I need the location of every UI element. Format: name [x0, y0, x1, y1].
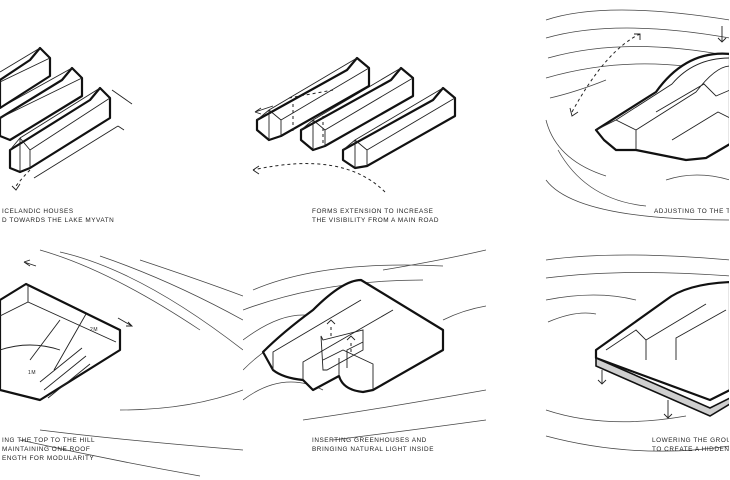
- caption-1: ICELANDIC HOUSES D TOWARDS THE LAKE MYVA…: [2, 207, 114, 225]
- caption-4-line-1: ING THE TOP TO THE HILL: [2, 437, 96, 444]
- height-label-low: 1M: [28, 370, 37, 376]
- diagram-panel-6: LOWERING THE GROUND TO CREATE A HIDDEN D…: [486, 240, 729, 480]
- caption-2-line-1: FORMS EXTENSION TO INCREASE: [312, 208, 434, 215]
- diagram-panel-1: ICELANDIC HOUSES D TOWARDS THE LAKE MYVA…: [0, 0, 243, 240]
- extension-diagram: [252, 56, 457, 193]
- terrain-diagram: [545, 9, 729, 221]
- caption-4-line-3: ENGTH FOR MODULARITY: [2, 455, 95, 462]
- caption-5-line-1: INSERTING GREENHOUSES AND: [312, 437, 427, 444]
- lowered-ground-diagram: [545, 254, 729, 452]
- height-label-high: 2M: [90, 327, 99, 333]
- caption-6-line-1: LOWERING THE GROUND: [652, 437, 729, 444]
- caption-5: INSERTING GREENHOUSES AND BRINGING NATUR…: [312, 436, 434, 454]
- diagram-panel-4: 1M 2M ING THE TOP TO THE HILL MAINTAININ…: [0, 240, 243, 480]
- caption-4: ING THE TOP TO THE HILL MAINTAINING ONE …: [2, 436, 95, 463]
- caption-6-line-2: TO CREATE A HIDDEN DE: [652, 446, 729, 453]
- caption-3-line-1: ADJUSTING TO THE TERR: [654, 208, 729, 215]
- caption-6: LOWERING THE GROUND TO CREATE A HIDDEN D…: [652, 436, 729, 454]
- caption-3: ADJUSTING TO THE TERR: [654, 207, 729, 216]
- caption-1-line-2: D TOWARDS THE LAKE MYVATN: [2, 217, 115, 224]
- greenhouses-diagram: [243, 249, 486, 441]
- diagram-panel-5: INSERTING GREENHOUSES AND BRINGING NATUR…: [243, 240, 486, 480]
- caption-4-line-2: MAINTAINING ONE ROOF: [2, 446, 91, 453]
- caption-2-line-2: THE VISIBILITY FROM A MAIN ROAD: [312, 217, 440, 224]
- houses-lake-diagram: [0, 46, 133, 191]
- caption-5-line-2: BRINGING NATURAL LIGHT INSIDE: [312, 446, 435, 453]
- caption-2: FORMS EXTENSION TO INCREASE THE VISIBILI…: [312, 207, 439, 225]
- diagram-panel-3: ADJUSTING TO THE TERR: [486, 0, 729, 240]
- diagram-panel-2: FORMS EXTENSION TO INCREASE THE VISIBILI…: [243, 0, 486, 240]
- caption-1-line-1: ICELANDIC HOUSES: [2, 208, 74, 215]
- roof-merge-diagram: [0, 249, 243, 477]
